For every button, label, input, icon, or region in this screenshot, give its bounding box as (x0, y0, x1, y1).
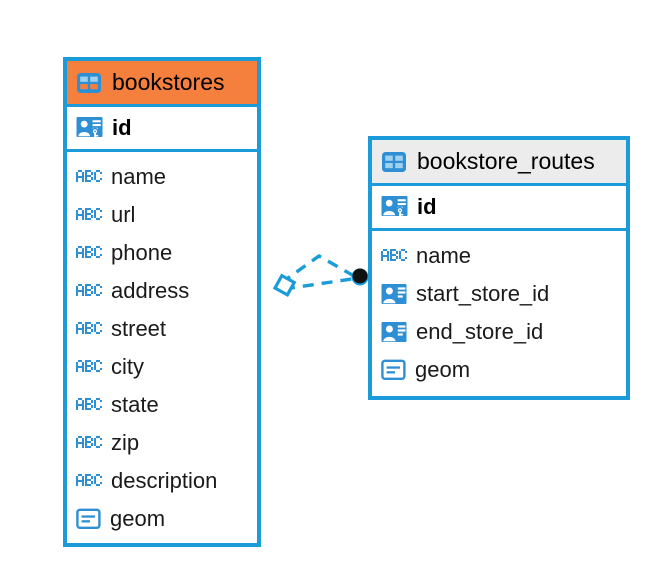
geometry-icon (76, 508, 101, 530)
primary-key-icon (381, 195, 408, 219)
field-label: phone (111, 240, 173, 265)
field-label: zip (111, 430, 140, 455)
foreign-key-icon (381, 283, 407, 305)
field-label: url (111, 202, 136, 227)
abc-text-icon (76, 321, 102, 337)
primary-key-icon (76, 116, 103, 140)
field-row[interactable]: start_store_id (381, 275, 618, 313)
field-list-bookstore-routes: name start_store_id (372, 231, 626, 396)
primary-key-label: id (417, 194, 437, 219)
entity-bookstore-routes[interactable]: bookstore_routes (368, 136, 630, 400)
entity-title: bookstores (112, 69, 225, 95)
field-label: geom (110, 506, 166, 531)
relationship-line-straight (283, 277, 353, 291)
abc-text-icon (76, 435, 102, 451)
primary-key-row-bookstores[interactable]: id (67, 107, 257, 152)
abc-text-icon (76, 245, 102, 261)
field-list-bookstores: name (67, 152, 257, 545)
field-label: description (111, 468, 218, 493)
abc-text-icon (76, 397, 102, 413)
abc-text-icon (76, 283, 102, 299)
foreign-key-icon (381, 321, 407, 343)
field-label: city (111, 354, 144, 379)
entity-bookstores[interactable]: bookstores (63, 57, 261, 547)
field-label: end_store_id (416, 319, 544, 344)
field-row[interactable]: city (76, 348, 249, 386)
open-diamond-marker (272, 273, 297, 298)
primary-key-row-bookstore-routes[interactable]: id (372, 186, 626, 231)
relationship-line-arc (280, 253, 355, 285)
primary-key-label: id (112, 115, 132, 140)
field-label: start_store_id (416, 281, 550, 306)
geometry-icon (381, 359, 406, 381)
filled-circle-marker (351, 268, 369, 286)
field-row[interactable]: zip (76, 424, 249, 462)
abc-text-icon (381, 248, 407, 264)
field-row[interactable]: geom (76, 500, 249, 538)
abc-text-icon (76, 473, 102, 489)
entity-header-bookstores[interactable]: bookstores (67, 61, 257, 107)
abc-text-icon (76, 359, 102, 375)
field-row[interactable]: url (76, 196, 249, 234)
field-label: name (111, 164, 167, 189)
abc-text-icon (76, 169, 102, 185)
field-row[interactable]: name (76, 158, 249, 196)
field-row[interactable]: geom (381, 351, 618, 389)
field-row[interactable]: state (76, 386, 249, 424)
field-row[interactable]: description (76, 462, 249, 500)
table-icon (76, 72, 102, 94)
table-icon (381, 151, 407, 173)
field-label: name (416, 243, 472, 268)
field-row[interactable]: street (76, 310, 249, 348)
field-row[interactable]: address (76, 272, 249, 310)
field-row[interactable]: name (381, 237, 618, 275)
field-label: street (111, 316, 167, 341)
field-label: address (111, 278, 190, 303)
field-row[interactable]: phone (76, 234, 249, 272)
entity-title: bookstore_routes (417, 148, 595, 174)
field-label: state (111, 392, 159, 417)
field-label: geom (415, 357, 471, 382)
field-row[interactable]: end_store_id (381, 313, 618, 351)
abc-text-icon (76, 207, 102, 223)
entity-header-bookstore-routes[interactable]: bookstore_routes (372, 140, 626, 186)
